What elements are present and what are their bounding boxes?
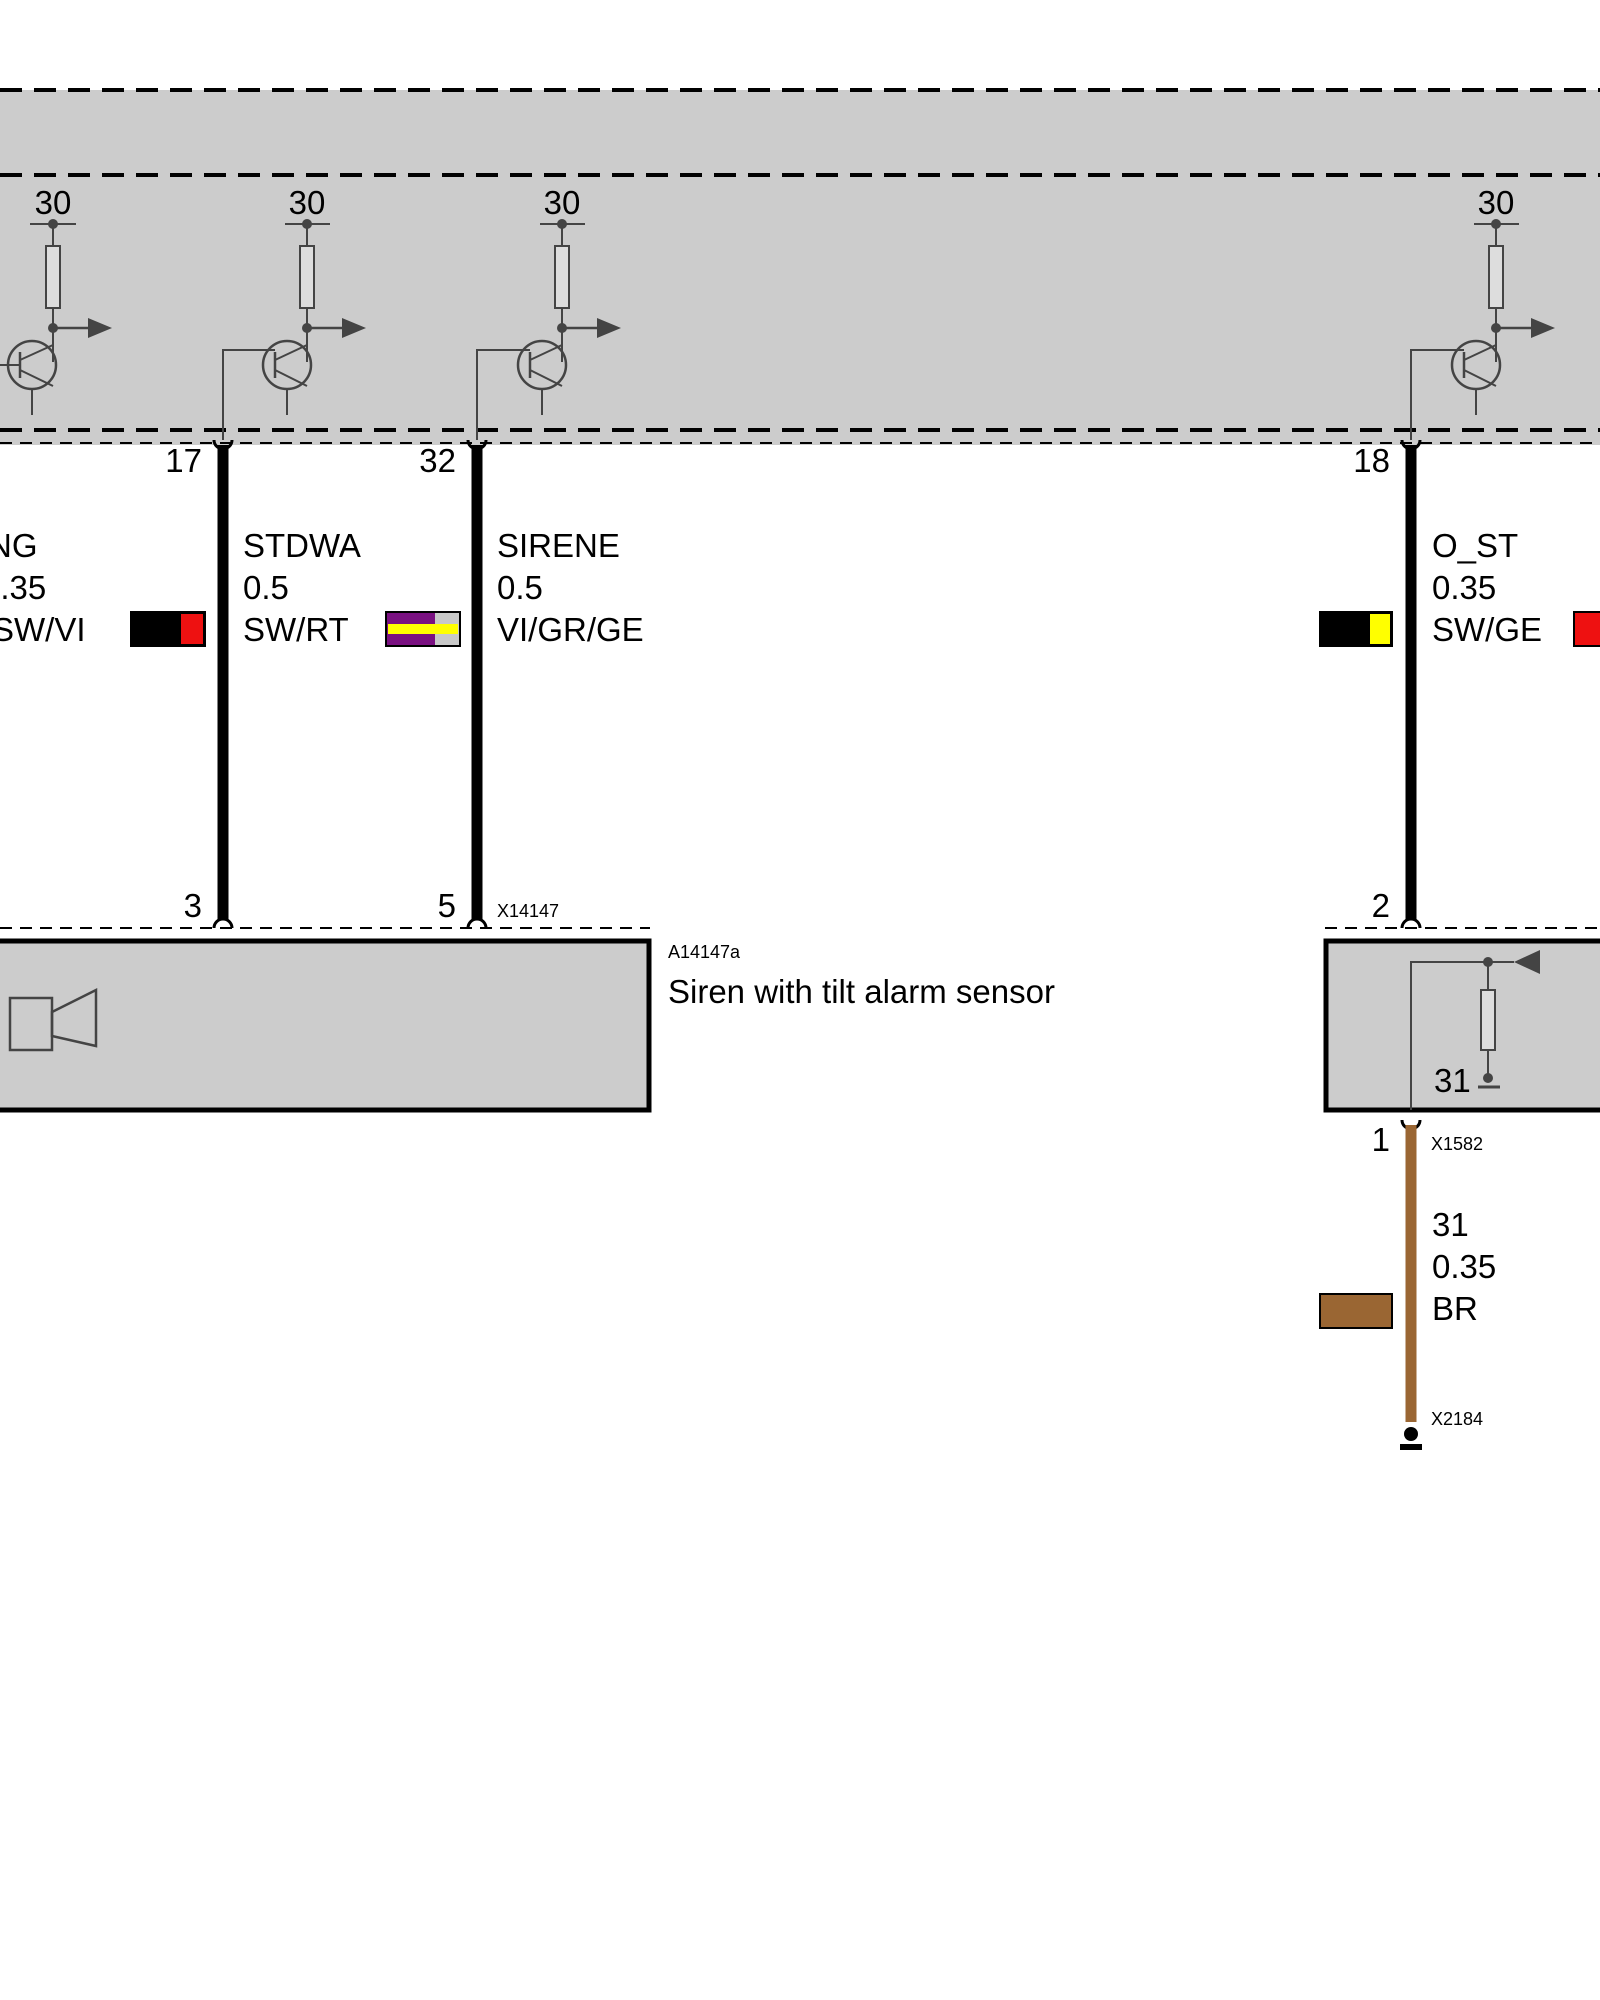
- color-swatch: [1573, 611, 1600, 647]
- supply-label: 30: [35, 184, 72, 221]
- wire-gauge: 0.35: [0, 569, 46, 606]
- color-swatch: [1319, 611, 1393, 647]
- component-id: A14147a: [668, 942, 741, 962]
- connector-id: X1582: [1431, 1134, 1483, 1154]
- wire-color-code: BR: [1432, 1290, 1478, 1327]
- wire-gauge: 0.5: [497, 569, 543, 606]
- resistor-icon: [1488, 245, 1504, 309]
- wire-gauge: 0.35: [1432, 569, 1496, 606]
- signal-name: SIRENE: [497, 527, 620, 564]
- resistor-icon: [45, 245, 61, 309]
- output-stage-1: 30: [0, 184, 112, 415]
- output-stage-4: 30: [1410, 184, 1555, 440]
- wire-o-st: [1400, 439, 1422, 929]
- connector-id: X14147: [497, 901, 559, 921]
- siren-component: X14147 A14147a Siren with tilt alarm sen…: [0, 901, 1055, 1113]
- pin-number: 2: [1372, 887, 1390, 924]
- wire-label-sirene: SIRENE 0.5 VI/GR/GE: [497, 527, 644, 648]
- output-stage-2: 30: [222, 184, 366, 440]
- signal-name: STDWA: [243, 527, 361, 564]
- transistor-icon: [0, 339, 58, 415]
- arrow-icon: [342, 318, 366, 338]
- right-component: 31: [1323, 938, 1600, 1113]
- wire-color-code: VI/GR/GE: [497, 611, 644, 648]
- resistor-icon: [554, 245, 570, 309]
- supply-label: 30: [544, 184, 581, 221]
- wire-gauge: 0.35: [1432, 1248, 1496, 1285]
- transistor-icon: [476, 339, 568, 440]
- ground-wire: 1 X1582 31 0.35 BR X2184: [1319, 1119, 1496, 1450]
- wire-label-o-st: O_ST 0.35 SW/GE: [1319, 527, 1600, 648]
- control-module: [0, 88, 1600, 445]
- arrow-icon: [1514, 950, 1540, 974]
- wire-label-ng: NG 0.35 SW/VI: [0, 527, 206, 648]
- speaker-icon: [8, 987, 98, 1052]
- signal-name: 31: [1432, 1206, 1469, 1243]
- color-swatch: [130, 611, 206, 647]
- pin-number: 1: [1372, 1121, 1390, 1158]
- component-description: Siren with tilt alarm sensor: [668, 973, 1055, 1010]
- resistor-icon: [1480, 989, 1496, 1051]
- color-swatch: [1319, 1293, 1393, 1329]
- wire-color-code: SW/GE: [1432, 611, 1542, 648]
- signal-name: O_ST: [1432, 527, 1518, 564]
- signal-name: NG: [0, 527, 38, 564]
- connector-id: X2184: [1431, 1409, 1483, 1429]
- pin-number: 18: [1353, 442, 1390, 479]
- pin-number: 5: [438, 887, 456, 924]
- wire-gauge: 0.5: [243, 569, 289, 606]
- wire-color-code: SW/RT: [243, 611, 349, 648]
- wire-sirene: [466, 439, 488, 929]
- wire-color-code: SW/VI: [0, 611, 86, 648]
- arrow-icon: [1531, 318, 1555, 338]
- pin-number: 3: [184, 887, 202, 924]
- arrow-icon: [88, 318, 112, 338]
- ground-label: 31: [1434, 1062, 1471, 1099]
- pin-number: 17: [165, 442, 202, 479]
- supply-label: 30: [1478, 184, 1515, 221]
- transistor-icon: [1410, 339, 1502, 440]
- supply-label: 30: [289, 184, 326, 221]
- color-swatch: [385, 611, 461, 647]
- ground-icon: [1400, 1427, 1422, 1450]
- wire-label-stdwa: STDWA 0.5 SW/RT: [243, 527, 461, 648]
- output-stage-3: 30: [476, 184, 621, 440]
- resistor-icon: [299, 245, 315, 309]
- pin-number: 32: [419, 442, 456, 479]
- wire-std: [212, 439, 234, 929]
- transistor-icon: [222, 339, 313, 440]
- arrow-icon: [597, 318, 621, 338]
